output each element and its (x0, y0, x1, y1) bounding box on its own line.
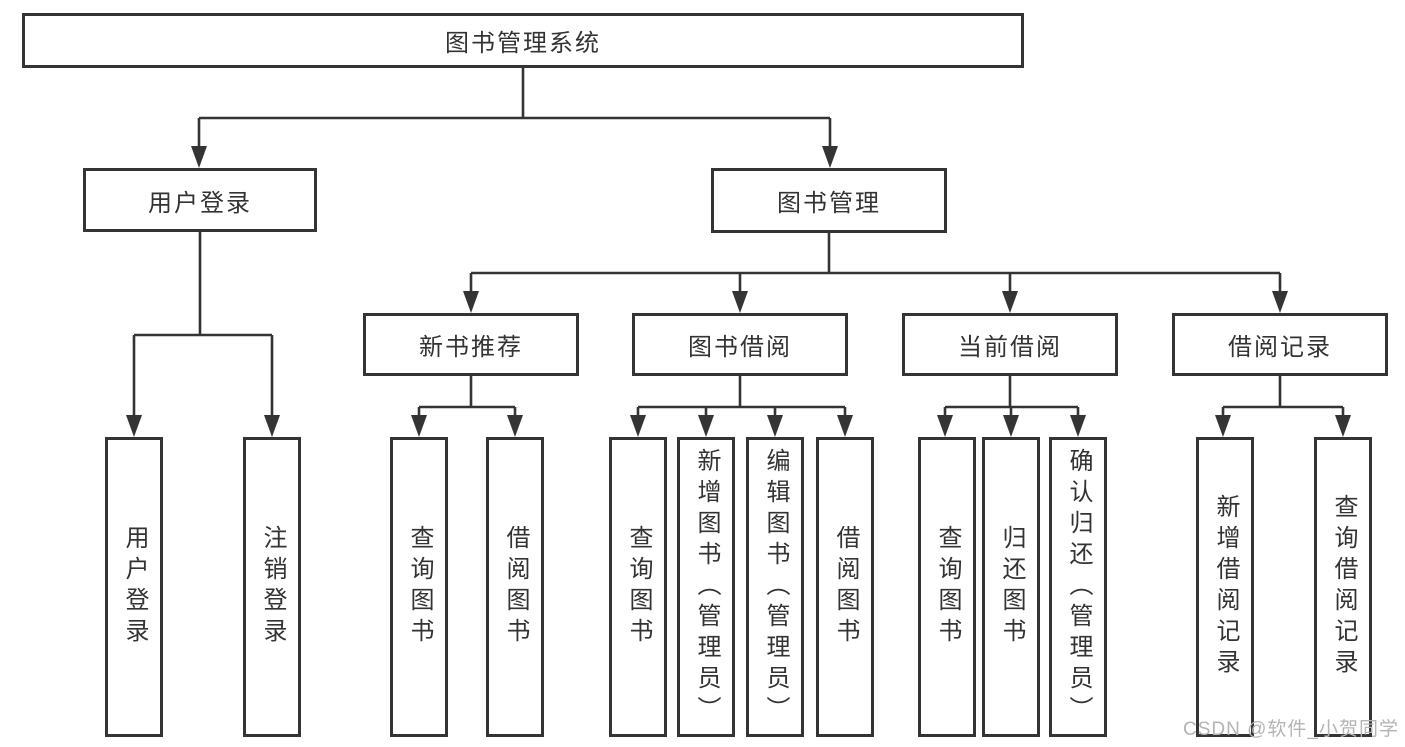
leaf-label: 新增图书（管理员） (693, 447, 720, 727)
node-library-management-system: 图书管理系统 (22, 13, 1024, 68)
leaf-label: 用户登录 (121, 525, 148, 649)
node-label: 当前借阅 (958, 334, 1062, 361)
leaf-label: 编辑图书（管理员） (762, 447, 789, 727)
node-borrow-records: 借阅记录 (1172, 313, 1388, 376)
node-book-management: 图书管理 (711, 168, 947, 233)
leaf-borrow-books-borrow: 借阅图书 (816, 437, 874, 737)
node-book-borrow: 图书借阅 (632, 313, 848, 376)
leaf-label: 确认归还（管理员） (1065, 447, 1092, 727)
leaf-query-books-borrow: 查询图书 (609, 437, 667, 737)
leaf-edit-books-admin: 编辑图书（管理员） (746, 437, 804, 737)
node-current-borrow: 当前借阅 (902, 313, 1118, 376)
leaf-label: 借阅图书 (502, 525, 529, 649)
leaf-query-books-recommend: 查询图书 (390, 437, 448, 737)
leaf-label: 新增借阅记录 (1212, 494, 1239, 680)
node-new-book-recommend: 新书推荐 (363, 313, 579, 376)
node-label: 图书管理 (777, 190, 881, 217)
node-user-login: 用户登录 (83, 168, 317, 232)
leaf-query-borrow-record: 查询借阅记录 (1314, 437, 1372, 737)
node-label: 图书借阅 (688, 334, 792, 361)
leaf-query-books-current: 查询图书 (918, 437, 976, 737)
node-label: 用户登录 (148, 189, 252, 217)
leaf-return-books: 归还图书 (982, 437, 1040, 737)
leaf-label: 归还图书 (998, 525, 1025, 649)
leaf-label: 查询图书 (934, 525, 961, 649)
leaf-label: 查询图书 (625, 525, 652, 649)
leaf-confirm-return-admin: 确认归还（管理员） (1049, 437, 1107, 737)
leaf-label: 查询借阅记录 (1330, 494, 1357, 680)
node-label: 新书推荐 (419, 334, 523, 361)
node-label: 借阅记录 (1228, 334, 1332, 361)
leaf-label: 查询图书 (406, 525, 433, 649)
csdn-watermark: CSDN @软件_小贺同学 (1183, 719, 1399, 740)
leaf-logout-login: 注销登录 (243, 437, 301, 737)
node-label: 图书管理系统 (445, 30, 601, 57)
leaf-borrow-books-recommend: 借阅图书 (486, 437, 544, 737)
leaf-label: 借阅图书 (832, 525, 859, 649)
leaf-add-borrow-record: 新增借阅记录 (1196, 437, 1254, 737)
leaf-user-login: 用户登录 (105, 437, 163, 737)
leaf-label: 注销登录 (259, 525, 286, 649)
leaf-add-books-admin: 新增图书（管理员） (677, 437, 735, 737)
